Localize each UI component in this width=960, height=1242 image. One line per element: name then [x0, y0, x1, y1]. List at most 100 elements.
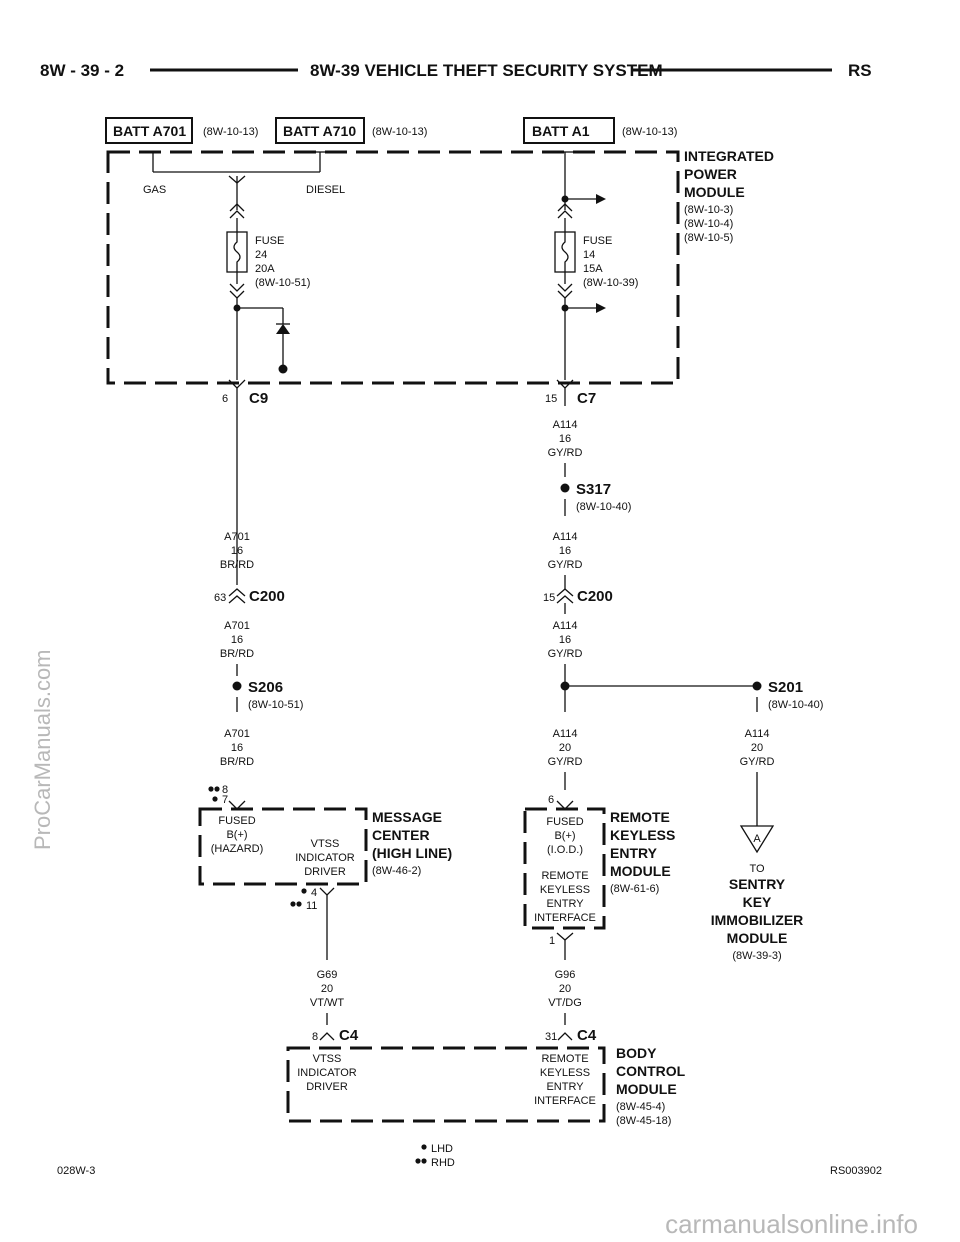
- s317-splice-dot: [560, 483, 570, 493]
- c7-pin: 15: [545, 393, 557, 405]
- skim-ref-letter: A: [753, 833, 761, 845]
- c4-left-connector: [319, 1032, 335, 1041]
- page-title: 8W-39 VEHICLE THEFT SECURITY SYSTEM: [310, 61, 663, 80]
- a701-1-color: BR/RD: [220, 559, 254, 571]
- rke-name-1: REMOTE: [610, 809, 670, 825]
- c4-right-pin: 31: [545, 1031, 557, 1043]
- bcm-iface-4: INTERFACE: [534, 1095, 596, 1107]
- batt-a1-label: BATT A1: [532, 123, 590, 139]
- bcm-iface-3: ENTRY: [546, 1081, 584, 1093]
- batt-a710-label: BATT A710: [283, 123, 356, 139]
- batt-a710-ref: (8W-10-13): [372, 126, 427, 138]
- a114-4-color: GY/RD: [548, 756, 583, 768]
- bcm-name-1: BODY: [616, 1045, 657, 1061]
- a701-2-circuit: A701: [224, 620, 250, 632]
- rke-fused-2: B(+): [554, 830, 575, 842]
- gas-diesel-junction: [145, 151, 328, 210]
- mc-name-1: MESSAGE: [372, 809, 442, 825]
- c7-label: C7: [577, 390, 596, 407]
- c200-left-label: C200: [249, 588, 285, 605]
- mc-vtss-1: VTSS: [311, 838, 340, 850]
- fuse-14-l2: 14: [583, 249, 595, 261]
- skim-name-1: SENTRY: [729, 876, 786, 892]
- mc-pin-bot-rhd: 11: [306, 900, 317, 912]
- mc-pin-top-rhd: 8: [222, 784, 228, 796]
- legend-lhd-dot: [421, 1144, 427, 1150]
- rke-name-3: ENTRY: [610, 845, 658, 861]
- skim-name-2: KEY: [743, 894, 772, 910]
- c200-left-connector: [228, 588, 246, 604]
- ipm-ref-3: (8W-10-5): [684, 232, 733, 244]
- s201-splice-dot: [752, 681, 762, 691]
- a701-1-circuit: A701: [224, 531, 250, 543]
- ipm-name-3: MODULE: [684, 184, 745, 200]
- bcm-vtss-2: INDICATOR: [297, 1067, 357, 1079]
- skim-to: TO: [749, 863, 765, 875]
- a701-2-gauge: 16: [231, 634, 243, 646]
- skim-name-3: IMMOBILIZER: [711, 912, 804, 928]
- a114-3-gauge: 16: [559, 634, 571, 646]
- a114-2-circuit: A114: [553, 531, 578, 543]
- c4-left-label: C4: [339, 1027, 359, 1044]
- bcm-boundary: [286, 1046, 606, 1123]
- footer-right: RS003902: [830, 1165, 882, 1177]
- a114-2-color: GY/RD: [548, 559, 583, 571]
- mc-name-2: CENTER: [372, 827, 430, 843]
- fuse-24-l4: (8W-10-51): [255, 277, 310, 289]
- fuse-14-l1: FUSE: [583, 235, 612, 247]
- c9-label: C9: [249, 390, 268, 407]
- rhd-dot: [296, 901, 302, 907]
- bcm-name-3: MODULE: [616, 1081, 677, 1097]
- s201-ref: (8W-10-40): [768, 699, 823, 711]
- a114-3-circuit: A114: [553, 620, 578, 632]
- g96-gauge: 20: [559, 983, 571, 995]
- a701-2-color: BR/RD: [220, 648, 254, 660]
- diode-icon: [233, 298, 290, 380]
- g96-color: VT/DG: [548, 997, 582, 1009]
- fuse-24-icon: [226, 203, 248, 299]
- batt-a701-label: BATT A701: [113, 123, 186, 139]
- footer-left: 028W-3: [57, 1165, 95, 1177]
- batt-a710-box: [275, 117, 365, 144]
- legend-rhd: RHD: [431, 1157, 455, 1169]
- c4-right-connector: [557, 1032, 573, 1041]
- g69-gauge: 20: [321, 983, 333, 995]
- a114-1-color: GY/RD: [548, 447, 583, 459]
- skim-name-4: MODULE: [727, 930, 788, 946]
- a701-3-circuit: A701: [224, 728, 250, 740]
- bottom-watermark: carmanualsonline.info: [665, 1209, 918, 1239]
- rke-pin-top: 6: [548, 794, 554, 806]
- ipm-ref-1: (8W-10-3): [684, 204, 733, 216]
- a701-3-gauge: 16: [231, 742, 243, 754]
- a114-5-circuit: A114: [745, 728, 770, 740]
- rhd-dot: [214, 786, 220, 792]
- rke-iface-2: KEYLESS: [540, 884, 590, 896]
- ipm-name-2: POWER: [684, 166, 737, 182]
- a114-5-gauge: 20: [751, 742, 763, 754]
- fuse-14-l4: (8W-10-39): [583, 277, 638, 289]
- bcm-iface-2: KEYLESS: [540, 1067, 590, 1079]
- s206-splice-dot: [232, 681, 242, 691]
- message-center-boundary: [198, 807, 368, 886]
- rke-module-boundary: [523, 807, 606, 930]
- rke-fused-3: (I.O.D.): [547, 844, 583, 856]
- a114-4-circuit: A114: [553, 728, 578, 740]
- mc-fused-2: B(+): [226, 829, 247, 841]
- c200-right-pin: 15: [543, 592, 555, 604]
- rke-iface-3: ENTRY: [546, 898, 584, 910]
- c9-pin: 6: [222, 393, 228, 405]
- s206-label: S206: [248, 679, 283, 696]
- mc-name-3: (HIGH LINE): [372, 845, 452, 861]
- g69-color: VT/WT: [310, 997, 344, 1009]
- section-code: RS: [848, 61, 872, 80]
- page-number: 8W - 39 - 2: [40, 61, 124, 80]
- bcm-iface-1: REMOTE: [541, 1053, 588, 1065]
- bcm-name-2: CONTROL: [616, 1063, 686, 1079]
- batt-a701-ref: (8W-10-13): [203, 126, 258, 138]
- ipm-name-1: INTEGRATED: [684, 148, 774, 164]
- c7-connector: [556, 379, 574, 406]
- bcm-ref-1: (8W-45-4): [616, 1101, 665, 1113]
- s317-ref: (8W-10-40): [576, 501, 631, 513]
- a114-1-circuit: A114: [553, 419, 578, 431]
